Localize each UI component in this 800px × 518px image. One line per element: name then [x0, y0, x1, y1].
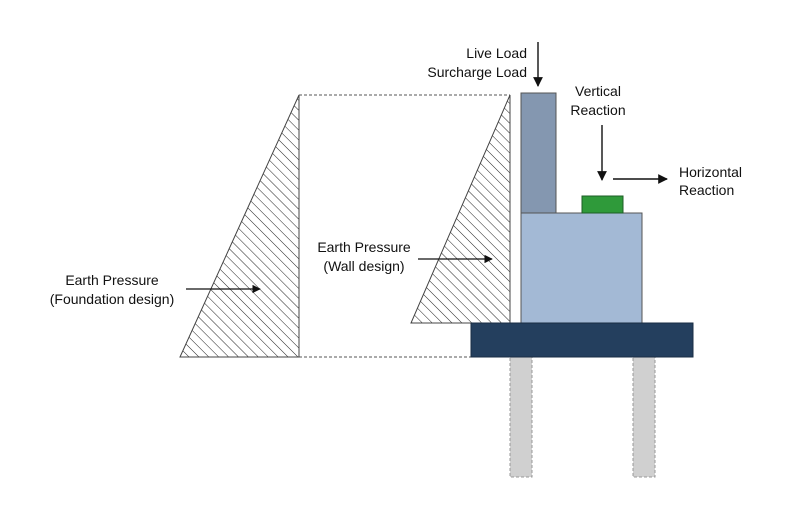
right-pile [632, 356, 656, 478]
left-pile [509, 356, 533, 478]
foundation-earth-pressure-label: Earth Pressure [65, 272, 159, 288]
horizontal-reaction-label: Reaction [679, 182, 734, 198]
abutment-body [520, 212, 643, 324]
horizontal-label: Horizontal [679, 164, 742, 180]
bearing [581, 195, 624, 214]
surcharge-load-label: Surcharge Load [427, 64, 527, 80]
vertical-label: Vertical [575, 83, 621, 99]
wall-design-label: (Wall design) [323, 258, 404, 274]
foundation-earth-pressure-triangle [179, 94, 300, 358]
wall-stem [520, 92, 557, 214]
live-load-label: Live Load [466, 45, 527, 61]
vertical-reaction-label: Reaction [570, 102, 625, 118]
wall-earth-pressure-triangle [410, 94, 511, 324]
foundation-design-label: (Foundation design) [50, 291, 175, 307]
footing [470, 322, 694, 358]
wall-earth-pressure-label: Earth Pressure [317, 239, 411, 255]
